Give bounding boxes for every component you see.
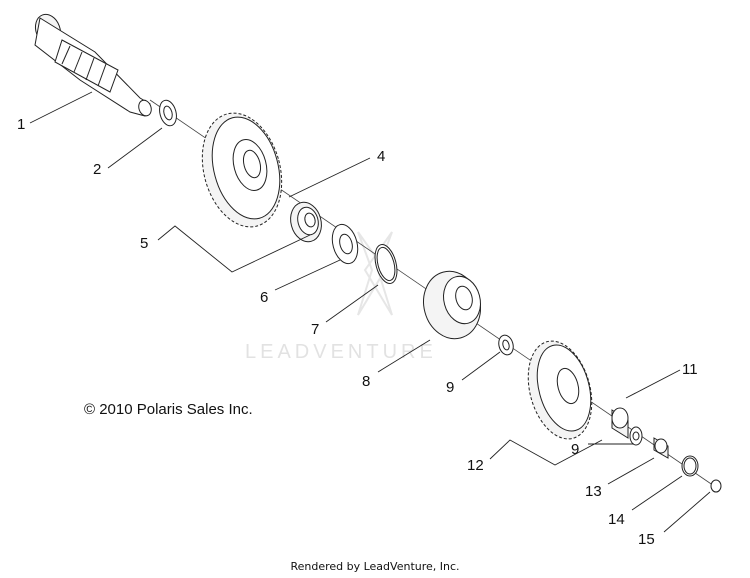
copyright-text: © 2010 Polaris Sales Inc. — [84, 401, 253, 418]
part-small-ring[interactable] — [710, 479, 722, 493]
callout-9: 9 — [446, 379, 454, 396]
part-shaft[interactable] — [31, 11, 153, 118]
callout-9-second: 9 — [571, 441, 579, 458]
part-snap-ring[interactable] — [371, 242, 401, 286]
callout-15: 15 — [638, 531, 655, 548]
callout-5: 5 — [140, 235, 148, 252]
callout-11: 11 — [682, 361, 698, 378]
part-gear-small[interactable] — [518, 334, 602, 446]
footer-credit: Rendered by LeadVenture, Inc. — [290, 560, 460, 573]
part-washer[interactable] — [157, 98, 179, 127]
part-thrust-washer[interactable] — [328, 222, 362, 267]
leader-lines — [29, 91, 711, 533]
callout-numbers: 1 2 4 5 6 7 8 9 11 12 9 13 14 15 — [17, 116, 698, 548]
part-bushing[interactable] — [611, 407, 629, 439]
part-spacer-2[interactable] — [629, 426, 643, 446]
part-snap-ring-2[interactable] — [681, 455, 699, 477]
watermark-text: LEADVENTURE — [245, 341, 437, 363]
part-bearing[interactable] — [286, 199, 325, 245]
callout-4: 4 — [377, 148, 385, 165]
callout-6: 6 — [260, 289, 268, 306]
part-collar[interactable] — [653, 437, 669, 459]
callout-14: 14 — [608, 511, 625, 528]
callout-13: 13 — [585, 483, 602, 500]
part-gear-large[interactable] — [190, 104, 293, 236]
callout-8: 8 — [362, 373, 370, 390]
part-spacer[interactable] — [497, 334, 516, 357]
callout-12: 12 — [467, 457, 484, 474]
callout-1: 1 — [17, 116, 25, 133]
callout-2: 2 — [93, 161, 101, 178]
part-hub[interactable] — [416, 265, 488, 345]
callout-7: 7 — [311, 321, 319, 338]
